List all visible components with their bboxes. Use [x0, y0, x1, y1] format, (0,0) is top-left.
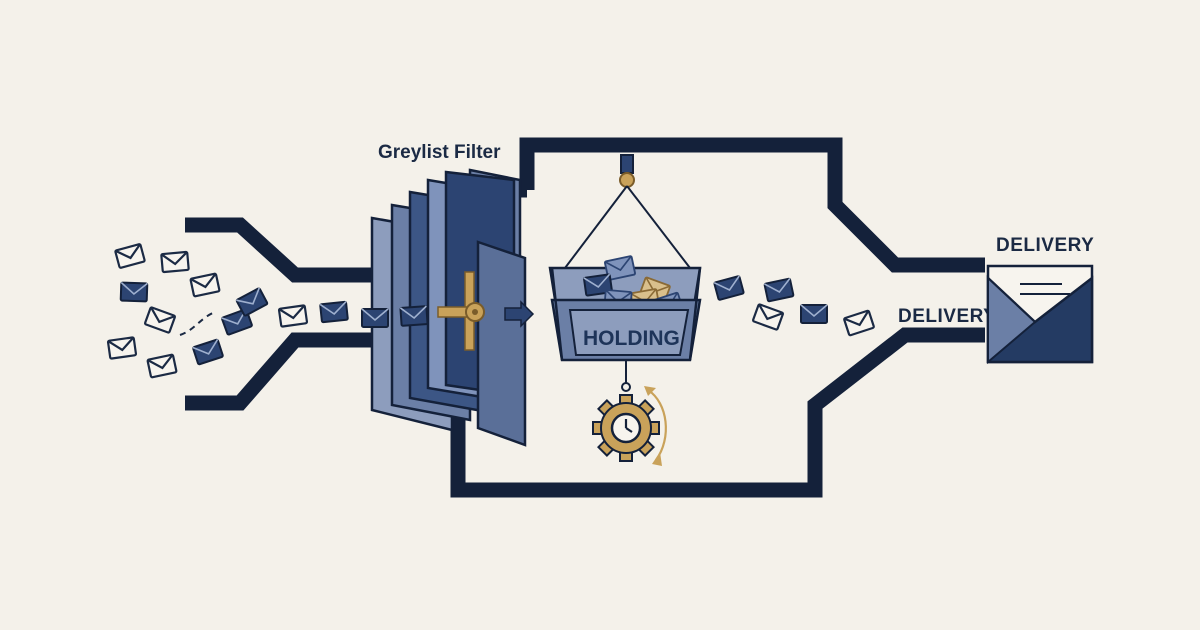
envelope-icon [146, 353, 178, 379]
greylist-filter [370, 168, 527, 447]
envelope-icon [143, 305, 177, 335]
greylist-filter-label: Greylist Filter [378, 142, 501, 163]
delivery-box-label: DELIVERY [996, 235, 1094, 256]
envelope-icon [763, 277, 795, 303]
envelope-icon [191, 338, 225, 366]
gear-clock-icon [592, 386, 667, 466]
incoming-envelopes [106, 242, 429, 379]
envelope-icon [106, 336, 138, 360]
holding-label: HOLDING [583, 327, 680, 350]
envelope-icon [399, 305, 429, 327]
envelope-icon [800, 304, 828, 324]
envelope-icon [713, 274, 745, 302]
envelope-icon [119, 281, 149, 303]
envelope-icon [319, 300, 349, 324]
holding-bin: HOLDING [548, 154, 702, 392]
intake-funnel-pipe [185, 217, 445, 411]
envelope-icon [361, 308, 389, 328]
valve-handle-icon [437, 271, 485, 351]
envelope-icon [751, 302, 785, 332]
envelope-icon [277, 304, 309, 328]
envelope-icon [160, 250, 190, 274]
delivery-pipe-label: DELIVERY [898, 306, 996, 327]
envelope-icon [842, 309, 876, 337]
envelope-icon [114, 242, 146, 270]
released-envelopes [713, 274, 876, 337]
envelope-icon [189, 272, 221, 298]
open-envelope-icon: DELIVERY [986, 235, 1094, 365]
